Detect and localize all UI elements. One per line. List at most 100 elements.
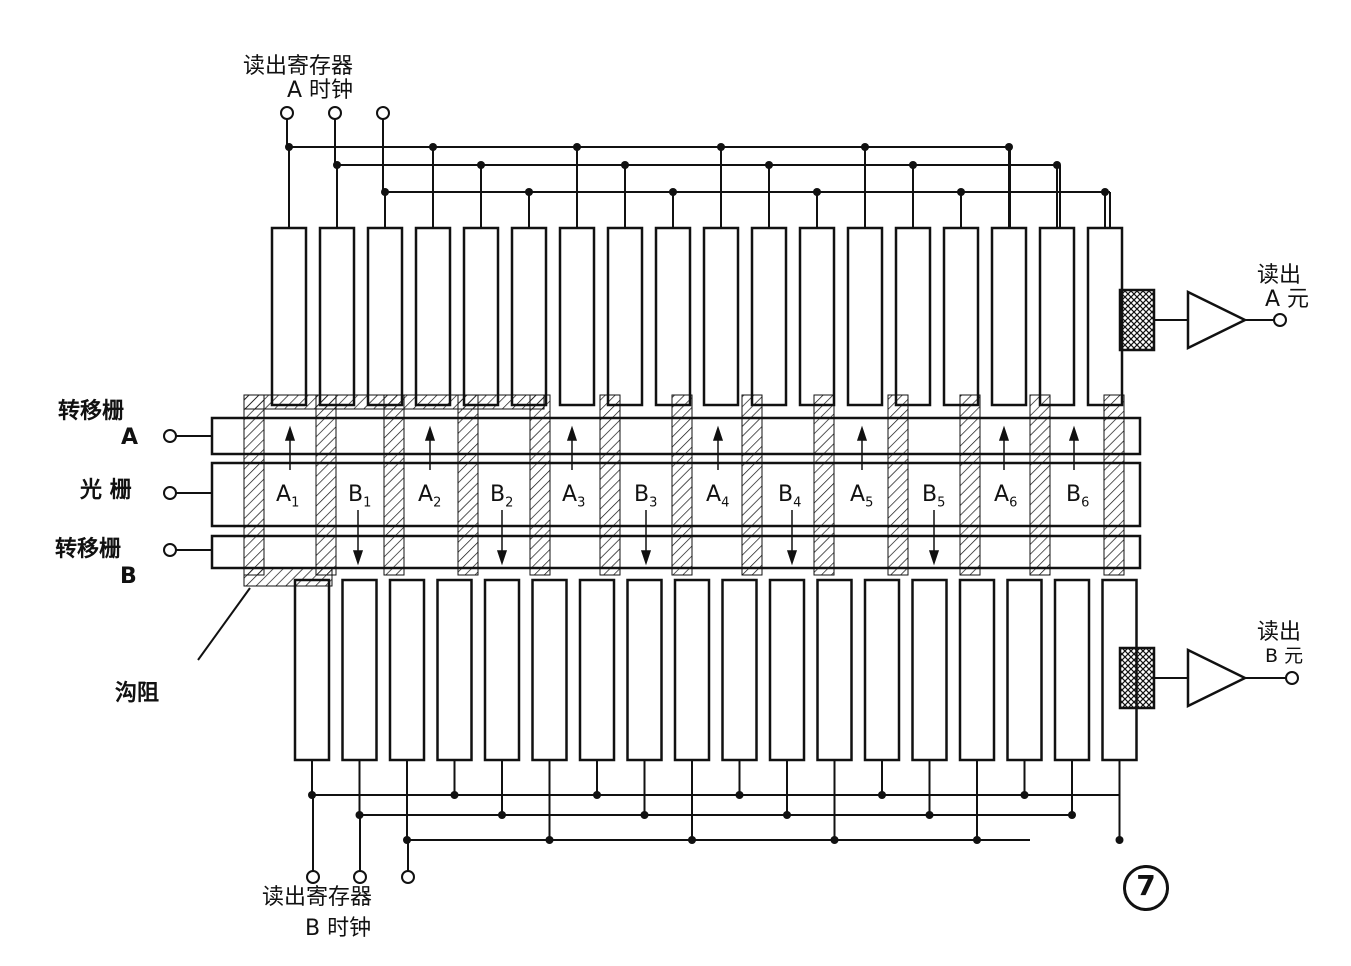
- junction-dot: [688, 836, 696, 844]
- channel-stop: [599, 394, 621, 576]
- photosite-letter: A: [706, 482, 722, 507]
- transfer-gate-a-terminal: [163, 429, 177, 443]
- output-amplifiers: [1118, 288, 1248, 710]
- photosite-letter: B: [634, 482, 650, 507]
- register-b-cell: [293, 578, 331, 762]
- junction-dot: [545, 836, 554, 844]
- transfer-gate-a-label: 转移栅: [58, 399, 125, 424]
- junction-dot: [593, 791, 601, 799]
- register-b-cell: [1006, 578, 1043, 762]
- junction-dot: [1005, 143, 1013, 151]
- register-a-cell: [510, 226, 548, 407]
- channel-stop: [383, 394, 405, 576]
- readout-b-label-line1: 读出: [1257, 620, 1302, 645]
- register-a-cell: [1086, 226, 1124, 407]
- junction-dot: [640, 811, 649, 819]
- a-clock-label: A 时钟: [287, 78, 354, 103]
- junction-dot: [717, 143, 725, 151]
- readout-b-label-line2: B 元: [1265, 645, 1304, 667]
- junction-dot: [429, 143, 437, 151]
- register-b-cell: [673, 578, 711, 762]
- register-a-cell: [654, 226, 692, 407]
- junction-dot: [573, 143, 581, 151]
- photogate-label: 光 栅: [80, 478, 132, 503]
- photosite-label: A6: [994, 482, 1017, 510]
- channel-stop: [243, 394, 545, 410]
- junction-dot: [1068, 811, 1076, 819]
- photosite-letter: A: [850, 482, 866, 507]
- register-a-cell: [318, 226, 356, 407]
- register-b-cell: [863, 578, 901, 762]
- junction-dot: [669, 188, 677, 196]
- register-a-cell: [990, 226, 1028, 407]
- channel-stop: [1103, 394, 1125, 576]
- photosite-letter: A: [418, 482, 434, 507]
- photosite-index: 1: [291, 495, 300, 511]
- junction-dot: [909, 161, 917, 169]
- register-b-cell: [388, 578, 426, 762]
- register-a-cell: [366, 226, 404, 407]
- register-a-cell: [798, 226, 836, 407]
- readout-a-amp-terminal: [1273, 313, 1287, 327]
- clock-b-terminal: [401, 870, 415, 884]
- photosite-letter: B: [348, 482, 364, 507]
- photosite-label: B2: [490, 484, 514, 511]
- transfer-arrows: [284, 425, 1080, 566]
- register-b-cell: [768, 578, 806, 762]
- readout-a-label-line2: A 元: [1265, 287, 1310, 312]
- junction-dot: [861, 143, 869, 151]
- junction-dot: [498, 811, 506, 819]
- clock-b-terminal: [353, 870, 367, 884]
- transfer-arrow-head: [998, 425, 1010, 441]
- photosite-index: 4: [793, 495, 802, 511]
- photosite-letter: A: [994, 482, 1010, 507]
- photosite-label: A5: [850, 482, 873, 510]
- readout-b-amp-triangle: [1186, 647, 1248, 709]
- photosite-label: A4: [706, 482, 729, 510]
- register-b-cell: [911, 578, 948, 762]
- channel-stop: [1029, 394, 1051, 576]
- register-a-cell: [942, 226, 980, 407]
- register-a-cell: [462, 226, 500, 407]
- photosite-index: 2: [505, 495, 514, 511]
- register-a-cell: [1038, 226, 1076, 407]
- photosite-index: 1: [363, 495, 372, 511]
- junction-dot: [765, 161, 773, 169]
- readout-register-b-title: 读出寄存器: [262, 885, 373, 910]
- junction-dot: [477, 161, 485, 169]
- readout-b-amp-diode: [1118, 646, 1156, 710]
- channel-stop: [243, 567, 333, 587]
- channel-stops: [243, 394, 1125, 587]
- readout-register-a: [270, 226, 1124, 407]
- transfer-gate-b-terminal: [163, 543, 177, 557]
- channel-stop: [243, 394, 265, 576]
- channel-stop-label: 沟阻: [115, 681, 160, 706]
- photosite-label: A1: [276, 484, 300, 511]
- junction-dot: [1115, 836, 1124, 844]
- transfer-arrow-head: [856, 425, 868, 441]
- clock-a-terminal: [328, 106, 342, 120]
- junction-dot: [1101, 188, 1109, 196]
- photosite-label: B4: [778, 484, 802, 511]
- junction-dot: [1020, 791, 1029, 799]
- photosite-label: B3: [634, 482, 657, 510]
- channel-stop: [529, 394, 551, 576]
- readout-register-b: [293, 578, 1138, 762]
- transfer-arrow-head: [928, 550, 940, 566]
- channel-stop: [813, 394, 835, 576]
- readout-register-a-title: 读出寄存器: [243, 54, 354, 79]
- register-a-cell: [894, 226, 932, 407]
- junction-dot: [813, 188, 821, 196]
- clock-wiring: [176, 118, 1286, 872]
- photosite-index: 3: [577, 495, 586, 511]
- channel-stop: [959, 394, 981, 576]
- readout-a-amp-diode: [1118, 288, 1156, 352]
- photosite-letter: B: [1066, 482, 1082, 507]
- junction-dot: [783, 811, 791, 819]
- transfer-gate-a-letter: A: [121, 425, 139, 450]
- terminals: [163, 106, 1299, 884]
- junction-dot: [525, 188, 533, 196]
- register-a-cell: [414, 226, 452, 407]
- figure-number: 7: [1136, 869, 1156, 902]
